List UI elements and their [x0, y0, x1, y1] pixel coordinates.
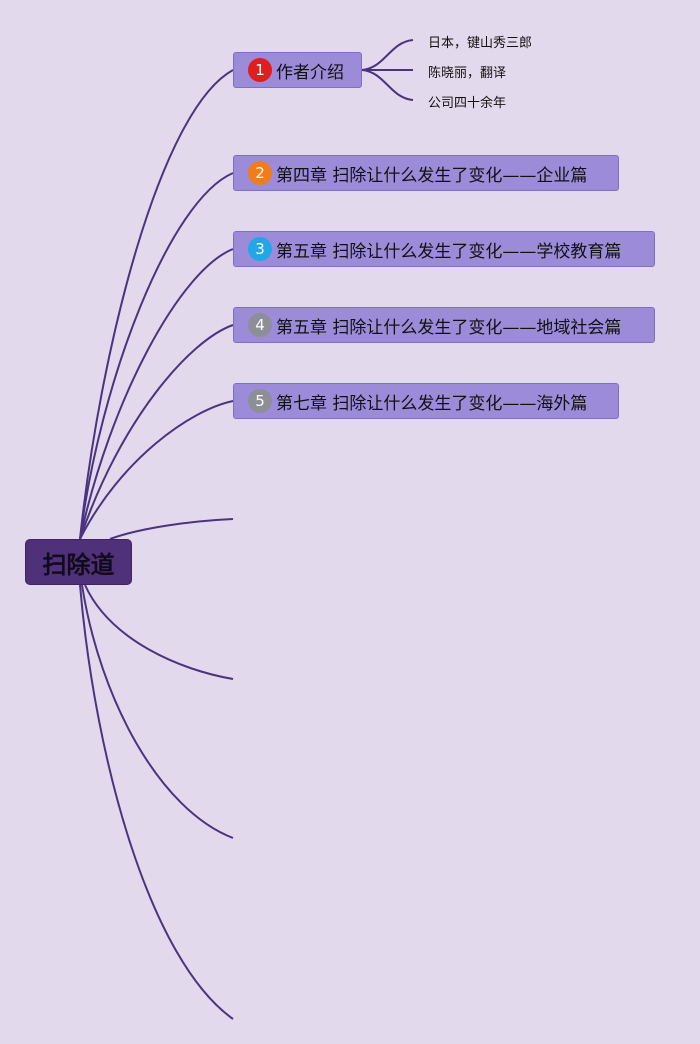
branch-label-1: 作者介绍 — [276, 62, 344, 83]
connector-empty-2 — [84, 584, 234, 680]
connector-leaf-1 — [361, 39, 414, 71]
branch-node-2[interactable]: 2 第四章 扫除让什么发生了变化——企业篇 — [233, 155, 619, 191]
connector-branch-5 — [79, 400, 234, 540]
branch-node-3[interactable]: 3 第五章 扫除让什么发生了变化——学校教育篇 — [233, 231, 655, 267]
connector-branch-4 — [79, 324, 234, 540]
branch-node-5[interactable]: 5 第七章 扫除让什么发生了变化——海外篇 — [233, 383, 619, 419]
branch-label-5: 第七章 扫除让什么发生了变化——海外篇 — [276, 393, 588, 414]
leaf-node-2[interactable]: 陈晓丽，翻译 — [428, 66, 507, 81]
connector-empty-1 — [109, 518, 234, 540]
number-badge-5: 5 — [248, 389, 272, 413]
connector-empty-4 — [79, 584, 234, 1020]
connector-leaf-3 — [361, 69, 414, 101]
connector-branch-2 — [79, 172, 234, 540]
branch-label-4: 第五章 扫除让什么发生了变化——地域社会篇 — [276, 317, 622, 338]
root-node[interactable]: 扫除道 — [25, 539, 132, 585]
branch-node-4[interactable]: 4 第五章 扫除让什么发生了变化——地域社会篇 — [233, 307, 655, 343]
connector-branch-1 — [79, 69, 234, 540]
number-badge-3: 3 — [248, 237, 272, 261]
root-label: 扫除道 — [42, 550, 115, 579]
branch-label-2: 第四章 扫除让什么发生了变化——企业篇 — [276, 165, 588, 186]
number-badge-2: 2 — [248, 161, 272, 185]
number-badge-1: 1 — [248, 58, 272, 82]
connector-empty-3 — [81, 584, 234, 839]
branch-label-3: 第五章 扫除让什么发生了变化——学校教育篇 — [276, 241, 622, 262]
branch-node-1[interactable]: 1 作者介绍 — [233, 52, 362, 88]
connector-branch-3 — [79, 248, 234, 540]
leaf-node-1[interactable]: 日本，键山秀三郎 — [428, 36, 533, 51]
number-badge-4: 4 — [248, 313, 272, 337]
leaf-node-3[interactable]: 公司四十余年 — [428, 96, 507, 111]
